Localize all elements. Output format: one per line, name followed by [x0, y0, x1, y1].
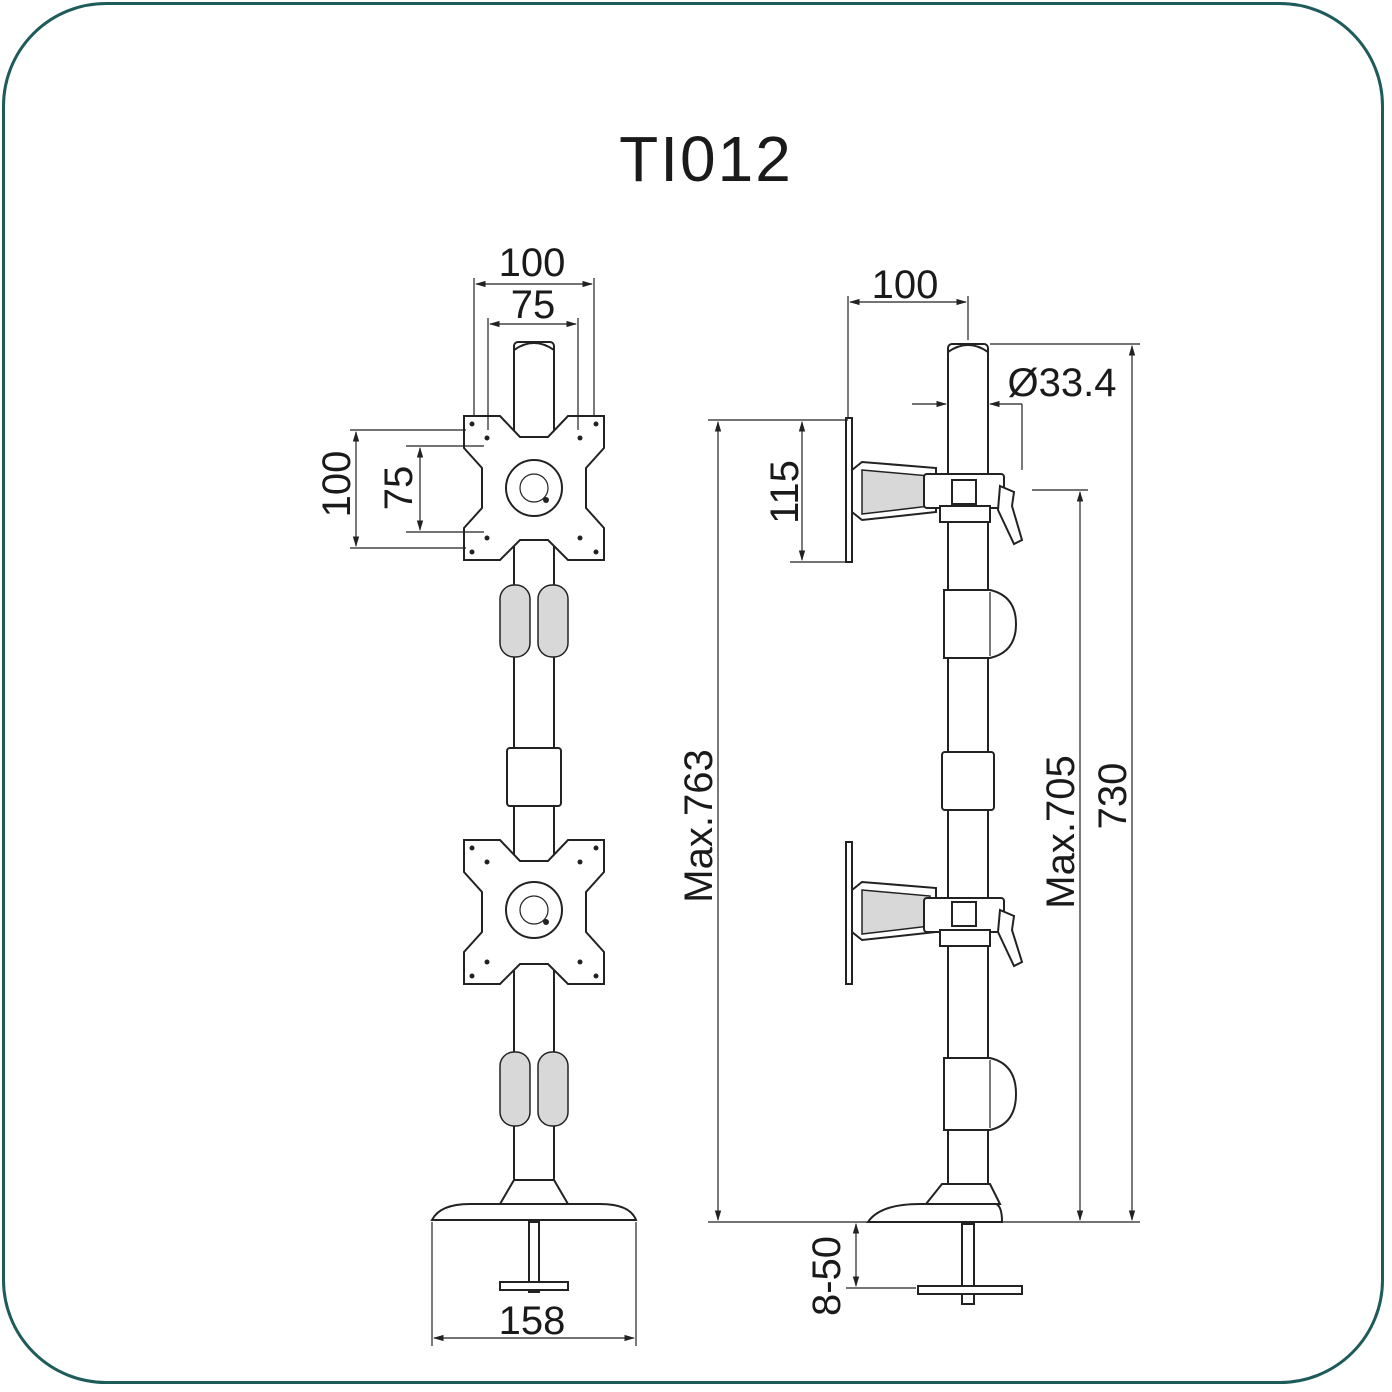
front-knob-left-upper — [499, 584, 531, 658]
dim-side-pole-height: 730 — [1091, 763, 1135, 830]
side-view: 100 Ø33.4 115 Max.763 Max.705 730 8-50 — [677, 263, 1140, 1316]
dim-side-plate-height: 115 — [763, 460, 807, 524]
front-base-hub — [498, 1179, 570, 1205]
side-clamp-pad — [917, 1285, 1023, 1295]
side-mount-upper — [845, 417, 1024, 563]
dim-side-arm-reach: 100 — [872, 263, 939, 307]
dim-front-base-width: 158 — [499, 1299, 566, 1343]
front-knob-right-lower — [537, 1051, 569, 1127]
side-base-hub — [923, 1183, 1002, 1205]
side-clamp-rod — [961, 1223, 975, 1291]
side-base-plate — [866, 1203, 1004, 1223]
dim-front-height-inner: 75 — [377, 466, 421, 511]
front-clamp-pad — [499, 1281, 569, 1291]
front-knob-right-upper — [537, 584, 569, 658]
front-vesa-plate-upper — [463, 415, 605, 561]
front-vesa-plate-lower — [463, 839, 605, 985]
front-pole-cap — [513, 342, 555, 351]
side-collar — [941, 751, 995, 811]
front-knob-left-lower — [499, 1051, 531, 1127]
dim-front-width-inner: 75 — [511, 283, 556, 327]
dim-side-max-top: Max.763 — [677, 749, 721, 902]
side-knob-upper — [943, 589, 1018, 659]
side-pole-cap — [947, 344, 989, 353]
side-mount-lower — [845, 841, 1024, 985]
side-knob-lower — [943, 1057, 1018, 1131]
front-view: 100 75 100 75 158 — [315, 241, 638, 1346]
dim-front-width-outer: 100 — [499, 241, 566, 285]
front-clamp-rod — [528, 1221, 540, 1293]
dim-side-clamp-range: 8-50 — [805, 1236, 849, 1316]
front-base-plate — [430, 1203, 638, 1221]
front-collar — [506, 747, 562, 807]
dim-front-height-outer: 100 — [315, 451, 359, 518]
dim-side-pole-diameter: Ø33.4 — [1008, 361, 1117, 405]
diagram-title: TI012 — [619, 123, 793, 195]
dim-side-max-mount: Max.705 — [1039, 755, 1083, 908]
